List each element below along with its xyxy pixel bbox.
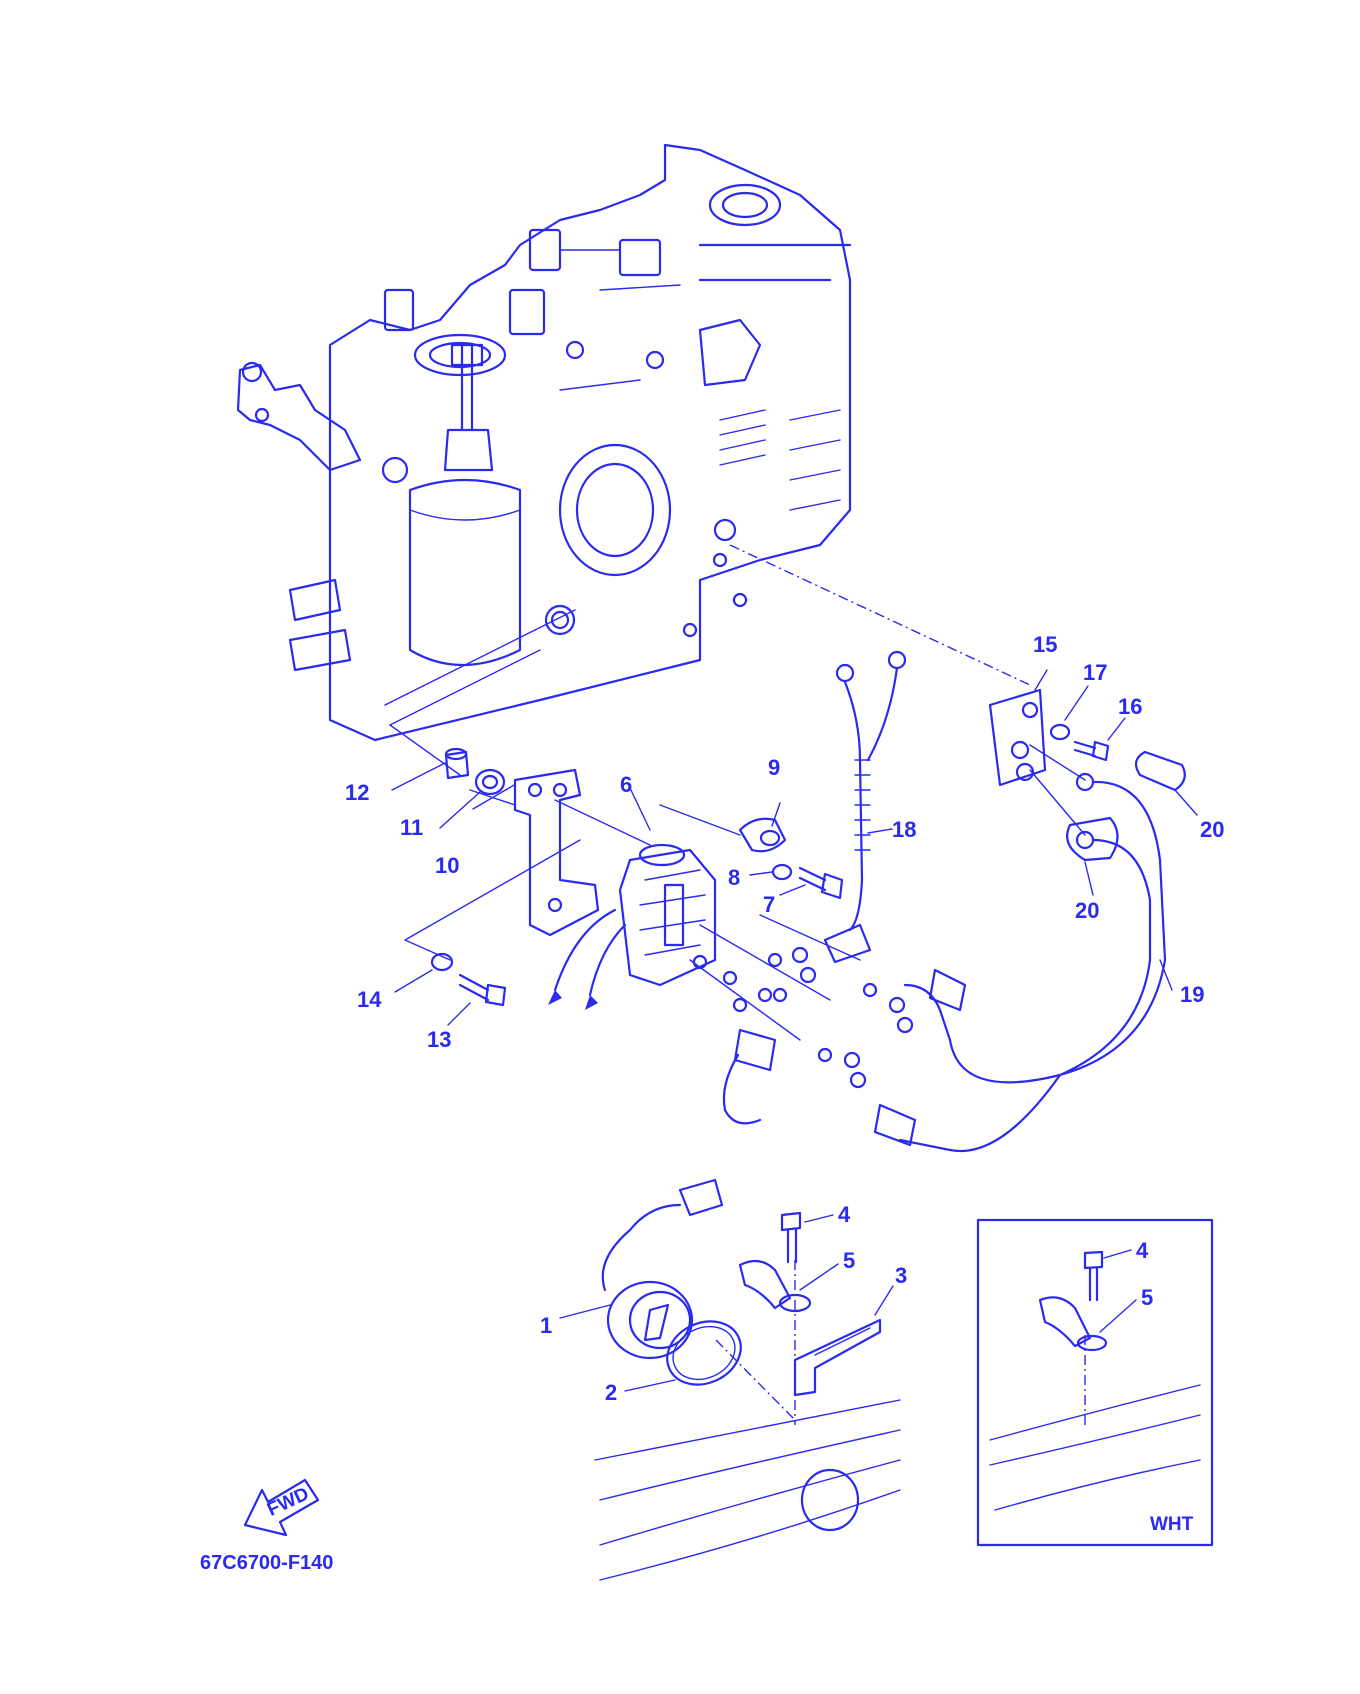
callout-20-lower: 20: [1075, 898, 1099, 923]
callout-13: 13: [427, 1027, 451, 1052]
callout-9: 9: [768, 755, 780, 780]
callout-18: 18: [892, 817, 916, 842]
part-9-clamp: [738, 817, 787, 853]
part-18-ground-lead: [823, 650, 907, 964]
callout-2: 2: [605, 1380, 617, 1405]
part-3-bracket: [793, 1318, 882, 1397]
callout-leaders: [391, 669, 1198, 1392]
fwd-arrow-icon: [243, 1478, 320, 1537]
part-13-bolt: [458, 973, 507, 1007]
callout-14: 14: [357, 987, 382, 1012]
part-10-bracket-plate: [513, 768, 600, 937]
part-19-battery-cable: [898, 772, 1167, 1153]
part-16-screw: [1073, 740, 1110, 762]
part-11-grommet: [474, 768, 506, 796]
engine-block: [236, 143, 852, 742]
callout-8: 8: [728, 865, 740, 890]
callout-16: 16: [1118, 694, 1142, 719]
part-12-bushing: [444, 747, 470, 780]
callout-6: 6: [620, 772, 632, 797]
callout-11: 11: [400, 815, 423, 840]
callout-5: 5: [843, 1248, 855, 1273]
inset-panel: [976, 1218, 1214, 1547]
part-6-cdi-unit: [548, 843, 717, 1010]
part-20-boot-lower: [1066, 816, 1119, 862]
callout-4: 4: [838, 1202, 851, 1227]
part-7-bolt: [798, 866, 844, 900]
wire-harness-connectors: [692, 946, 967, 1147]
callout-3: 3: [895, 1263, 907, 1288]
part-15-terminal-block: [988, 688, 1047, 787]
part-8-washer: [771, 863, 793, 881]
part-17-washer: [1049, 723, 1071, 741]
part-5-clamp: [738, 1259, 812, 1313]
callout-12: 12: [345, 780, 369, 805]
callout-7: 7: [763, 892, 775, 917]
diagram-code: 67C6700-F140: [200, 1552, 333, 1574]
callout-17: 17: [1083, 660, 1107, 685]
part-14-washer: [430, 952, 454, 972]
part-2-o-ring: [666, 1320, 742, 1386]
part-1-sensor: [601, 1178, 724, 1360]
callout-20-upper: 20: [1200, 817, 1224, 842]
mounting-surface: [594, 1399, 901, 1581]
callout-19: 19: [1180, 982, 1204, 1007]
callout-1: 1: [540, 1313, 552, 1338]
callout-10: 10: [435, 853, 459, 878]
part-20-boot-upper: [1134, 750, 1186, 792]
part-4-bolt: [780, 1211, 802, 1264]
inset-callout-4: 4: [1136, 1238, 1149, 1263]
callout-15: 15: [1033, 632, 1057, 657]
inset-callout-5: 5: [1141, 1285, 1153, 1310]
inset-label: WHT: [1150, 1514, 1194, 1535]
